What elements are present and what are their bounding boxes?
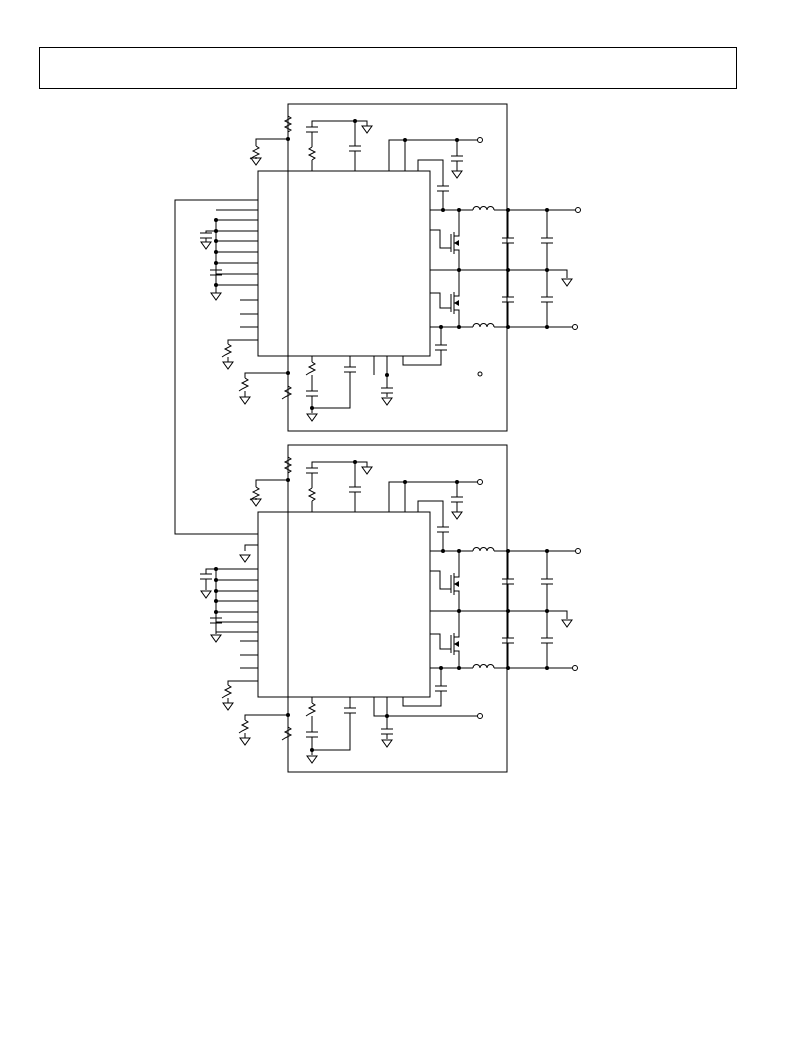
ground-symbol <box>561 278 573 287</box>
output-terminal <box>572 324 578 330</box>
resistor <box>249 486 261 501</box>
module-boundary <box>287 103 508 432</box>
ground-symbol <box>239 396 251 405</box>
controller-ic <box>257 511 431 698</box>
capacitor <box>451 155 463 162</box>
capacitor <box>437 526 449 533</box>
resistor <box>281 726 293 741</box>
capacitor <box>502 578 514 585</box>
resistor <box>281 385 293 400</box>
resistor <box>283 456 293 474</box>
terminal <box>477 371 483 377</box>
resistor <box>249 145 261 160</box>
capacitor <box>541 296 553 303</box>
ground-symbol <box>361 125 373 134</box>
inductor <box>472 323 495 328</box>
capacitor <box>541 637 553 644</box>
resistor <box>307 487 317 502</box>
resistor <box>221 343 233 358</box>
inductor <box>472 664 495 669</box>
ground-symbol <box>210 634 222 643</box>
resistor <box>305 361 317 376</box>
terminal <box>477 713 483 719</box>
capacitor <box>451 496 463 503</box>
capacitor <box>306 126 318 133</box>
resistor <box>307 146 317 161</box>
capacitor <box>349 486 361 493</box>
terminal <box>477 137 483 143</box>
inductor <box>472 547 495 552</box>
capacitor <box>349 145 361 152</box>
capacitor <box>502 637 514 644</box>
ground-symbol <box>200 590 212 599</box>
ground-symbol <box>381 397 393 406</box>
resistor <box>238 377 250 392</box>
capacitor <box>306 390 318 397</box>
ground-symbol <box>200 241 212 250</box>
mosfet <box>430 288 460 316</box>
mosfet <box>430 629 460 657</box>
resistor <box>238 719 250 734</box>
output-terminal <box>575 548 581 554</box>
ground-symbol <box>306 413 318 422</box>
controller-ic <box>257 170 431 357</box>
inductor <box>472 206 495 211</box>
capacitor <box>437 185 449 192</box>
ground-symbol <box>222 361 234 370</box>
module-boundary <box>287 444 508 773</box>
converter-stage-2 <box>200 444 581 773</box>
output-terminal <box>575 207 581 213</box>
mosfet <box>430 228 460 256</box>
ground-symbol <box>561 619 573 628</box>
capacitor <box>344 707 356 714</box>
capacitor <box>200 573 212 580</box>
ground-symbol <box>210 292 222 301</box>
mosfet <box>430 569 460 597</box>
ground-symbol <box>239 554 251 563</box>
ground-symbol <box>306 755 318 764</box>
capacitor <box>381 728 393 735</box>
resistor <box>221 684 233 699</box>
capacitor <box>210 269 222 276</box>
capacitor <box>306 467 318 474</box>
capacitor <box>502 237 514 244</box>
interstage-wire <box>174 199 258 535</box>
resistor <box>305 702 317 717</box>
ground-symbol <box>361 466 373 475</box>
capacitor <box>541 578 553 585</box>
ground-symbol <box>250 157 262 166</box>
capacitor <box>541 237 553 244</box>
capacitor <box>502 296 514 303</box>
capacitor <box>435 685 447 692</box>
output-terminal <box>572 665 578 671</box>
ground-symbol <box>451 511 463 520</box>
capacitor <box>200 232 212 239</box>
capacitor <box>435 344 447 351</box>
converter-stage-1 <box>200 103 581 432</box>
capacitor <box>344 366 356 373</box>
capacitor <box>210 617 222 624</box>
capacitor <box>306 731 318 738</box>
terminal <box>477 479 483 485</box>
capacitor <box>381 387 393 394</box>
ground-symbol <box>381 739 393 748</box>
ground-symbol <box>451 170 463 179</box>
ground-symbol <box>239 737 251 746</box>
resistor <box>283 115 293 133</box>
ground-symbol <box>250 498 262 507</box>
ground-symbol <box>222 702 234 711</box>
page-header-frame <box>39 47 737 89</box>
